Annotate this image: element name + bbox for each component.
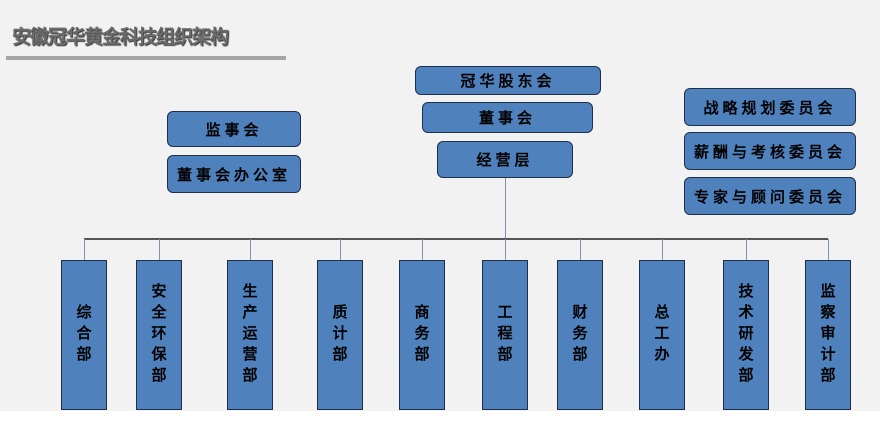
compensation-committee-box: 薪酬与考核委员会 xyxy=(684,132,856,170)
department-box: 综合部 xyxy=(61,260,107,410)
box-label: 冠华股东会 xyxy=(460,72,556,90)
department-box: 生产运营部 xyxy=(227,260,273,410)
board-of-directors-box: 董事会 xyxy=(422,102,593,133)
department-label: 商务部 xyxy=(412,303,431,367)
box-label: 经营层 xyxy=(476,151,534,169)
expert-committee-box: 专家与顾问委员会 xyxy=(684,177,856,215)
box-label: 监事会 xyxy=(205,120,263,139)
department-box: 技术研发部 xyxy=(723,260,769,410)
page-title: 安徽冠华黄金科技组织架构 xyxy=(12,26,229,48)
connector-horizontal xyxy=(84,238,828,240)
connector-vertical xyxy=(505,178,506,238)
department-label: 综合部 xyxy=(74,303,93,367)
box-label: 战略规划委员会 xyxy=(703,98,837,117)
department-box: 质计部 xyxy=(317,260,363,410)
department-box: 监察审计部 xyxy=(805,260,851,410)
management-box: 经营层 xyxy=(437,141,573,178)
department-box: 商务部 xyxy=(399,260,445,410)
shareholders-meeting-box: 冠华股东会 xyxy=(415,66,601,95)
department-label: 质计部 xyxy=(330,303,349,367)
department-connector xyxy=(159,239,160,260)
department-label: 生产运营部 xyxy=(240,282,259,388)
department-label: 财务部 xyxy=(570,303,589,367)
department-box: 安全环保部 xyxy=(136,260,182,410)
box-label: 董事会 xyxy=(478,109,536,127)
department-label: 安全环保部 xyxy=(149,282,168,388)
department-box: 财务部 xyxy=(557,260,603,410)
box-label: 专家与顾问委员会 xyxy=(693,187,846,206)
department-box: 工程部 xyxy=(482,260,528,410)
department-connector xyxy=(84,239,85,260)
strategy-committee-box: 战略规划委员会 xyxy=(684,88,856,126)
supervisory-board-box: 监事会 xyxy=(167,111,301,147)
box-label: 董事会办公室 xyxy=(176,165,291,184)
department-label: 技术研发部 xyxy=(736,282,755,388)
department-label: 总工办 xyxy=(652,303,671,367)
board-office-box: 董事会办公室 xyxy=(167,155,301,193)
department-connector xyxy=(746,239,747,260)
department-connector xyxy=(340,239,341,260)
box-label: 薪酬与考核委员会 xyxy=(693,142,846,161)
department-box: 总工办 xyxy=(639,260,685,410)
department-connector xyxy=(250,239,251,260)
department-connector xyxy=(662,239,663,260)
department-label: 工程部 xyxy=(495,303,514,367)
title-underline xyxy=(6,56,286,60)
department-connector xyxy=(828,239,829,260)
department-connector xyxy=(505,239,506,260)
department-connector xyxy=(422,239,423,260)
department-label: 监察审计部 xyxy=(818,282,837,388)
department-connector xyxy=(580,239,581,260)
